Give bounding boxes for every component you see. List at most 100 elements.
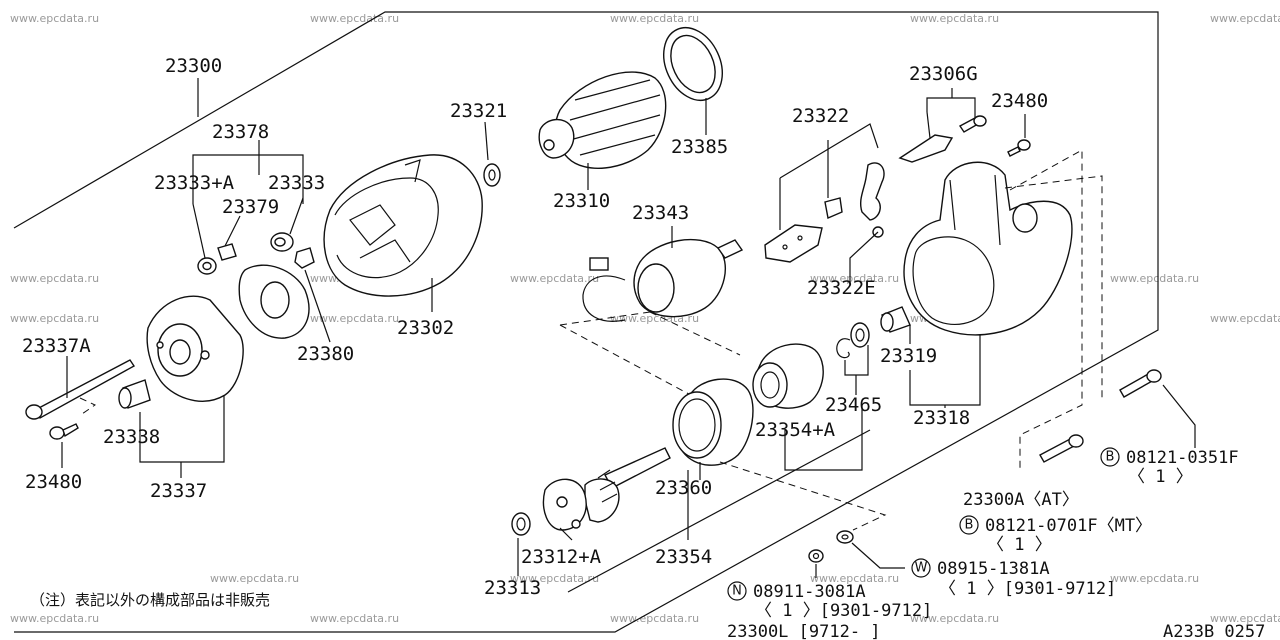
bolt-part <box>1039 434 1084 463</box>
leader-line <box>851 542 905 569</box>
watermark: www.epcdata.ru <box>610 12 699 25</box>
footnote: （注）表記以外の構成部品は非販売 <box>30 591 270 609</box>
leader-line <box>224 215 241 247</box>
fastener-qty: 〈 1 〉 <box>1128 467 1193 487</box>
screw-part <box>958 115 987 133</box>
watermark: www.epcdata.ru <box>10 12 99 25</box>
bolt-part <box>1119 369 1162 398</box>
watermark: www.epcdata.ru <box>610 612 699 625</box>
part-number-label: 23313 <box>484 577 541 599</box>
cap-part <box>270 232 294 252</box>
leader-bracket <box>784 408 863 471</box>
leader-line <box>1162 384 1196 448</box>
part-number-label: 23306G <box>909 63 978 85</box>
part-number-label: 23354 <box>655 546 712 568</box>
part-number-label: 23333+A <box>154 172 235 194</box>
fastener-qty: 〈 1 〉[9301-9712] <box>939 579 1116 599</box>
watermark: www.epcdata.ru <box>1210 12 1280 25</box>
dash-line <box>559 311 741 401</box>
watermark: www.epcdata.ru <box>1210 312 1280 325</box>
stopper-part <box>850 322 870 348</box>
nut-part <box>197 257 217 275</box>
watermark: www.epcdata.ru <box>210 572 299 585</box>
solenoid-part <box>582 238 744 322</box>
watermark: www.epcdata.ru <box>10 612 99 625</box>
brush-spring-part <box>764 224 823 263</box>
watermark: www.epcdata.ru <box>10 272 99 285</box>
bushing-part <box>118 379 151 409</box>
screw-part <box>49 423 79 440</box>
fastener-qty: 〈 1 〉 <box>987 535 1052 555</box>
watermark: www.epcdata.ru <box>310 12 399 25</box>
diagram-code: A233B 0257 <box>1163 622 1265 640</box>
pinion-part <box>752 343 824 409</box>
part-number-label: 23360 <box>655 477 712 499</box>
snap-ring-part <box>836 338 851 359</box>
fastener-symbol: W <box>915 561 928 576</box>
leader-line <box>484 121 489 161</box>
part-number-label: 23465 <box>825 394 882 416</box>
bushing-part <box>880 306 911 333</box>
washer-part <box>836 530 854 544</box>
part-number-label: 23480 <box>25 471 82 493</box>
gasket-part <box>898 134 954 163</box>
bolt-symbol <box>959 515 979 535</box>
nut-symbol <box>727 581 747 601</box>
part-number-label: 23338 <box>103 426 160 448</box>
part-number-label: 23322 <box>792 105 849 127</box>
leader-line <box>304 269 331 343</box>
fastener-symbol: B <box>1106 450 1115 465</box>
washer-hole <box>488 169 496 181</box>
part-number-label: 23379 <box>222 196 279 218</box>
dash-line <box>79 397 97 415</box>
fastener-code: 08911-3081A <box>753 582 866 602</box>
brush-part <box>217 243 237 261</box>
watermark: www.epcdata.ru <box>10 312 99 325</box>
watermark: www.epcdata.ru <box>510 272 599 285</box>
leader-bracket <box>139 395 225 463</box>
part-number-label: 23300L [9712- ] <box>727 622 881 640</box>
watermark: www.epcdata.ru <box>1210 612 1280 625</box>
watermark: www.epcdata.ru <box>810 272 899 285</box>
part-number-label: 23480 <box>991 90 1048 112</box>
watermark: www.epcdata.ru <box>310 612 399 625</box>
leader-line <box>559 527 573 541</box>
brush-holder-part <box>238 264 310 339</box>
part-number-label: 23343 <box>632 202 689 224</box>
part-number-label: 23302 <box>397 317 454 339</box>
leader-line <box>849 231 879 283</box>
part-number-label: 23319 <box>880 345 937 367</box>
watermark: www.epcdata.ru <box>910 612 999 625</box>
part-number-label: 23385 <box>671 136 728 158</box>
dash-line <box>719 461 887 531</box>
part-number-label: 23312+A <box>521 546 602 568</box>
leader-bracket <box>844 345 869 376</box>
bushing-part <box>511 512 531 536</box>
watermark: www.epcdata.ru <box>510 572 599 585</box>
washer-symbol <box>911 558 931 578</box>
part-number-label: 23333 <box>268 172 325 194</box>
part-number-label: 23337 <box>150 480 207 502</box>
gear-housing-part <box>903 161 1073 336</box>
dash-line <box>1004 149 1103 470</box>
pinion-shaft-part <box>542 447 671 531</box>
part-number-label: 23300A〈AT〉 <box>963 490 1079 510</box>
leader-line <box>289 197 304 235</box>
nut-part <box>808 549 824 563</box>
insulator-part <box>294 247 315 269</box>
part-number-label: 23318 <box>913 407 970 429</box>
part-number-label: 23354+A <box>755 419 836 441</box>
screw-part <box>1007 139 1031 157</box>
rear-cover-part <box>146 295 244 402</box>
clutch-part <box>672 378 754 466</box>
fastener-code: 08121-0701F〈MT〉 <box>985 516 1152 536</box>
yoke-part <box>323 154 483 297</box>
fastener-code: 08915-1381A <box>937 559 1050 579</box>
ring-part <box>663 27 723 101</box>
part-number-label: 23321 <box>450 100 507 122</box>
watermark: www.epcdata.ru <box>810 572 899 585</box>
part-number-label: 23378 <box>212 121 269 143</box>
part-number-label: 23380 <box>297 343 354 365</box>
leader-line <box>192 203 206 259</box>
